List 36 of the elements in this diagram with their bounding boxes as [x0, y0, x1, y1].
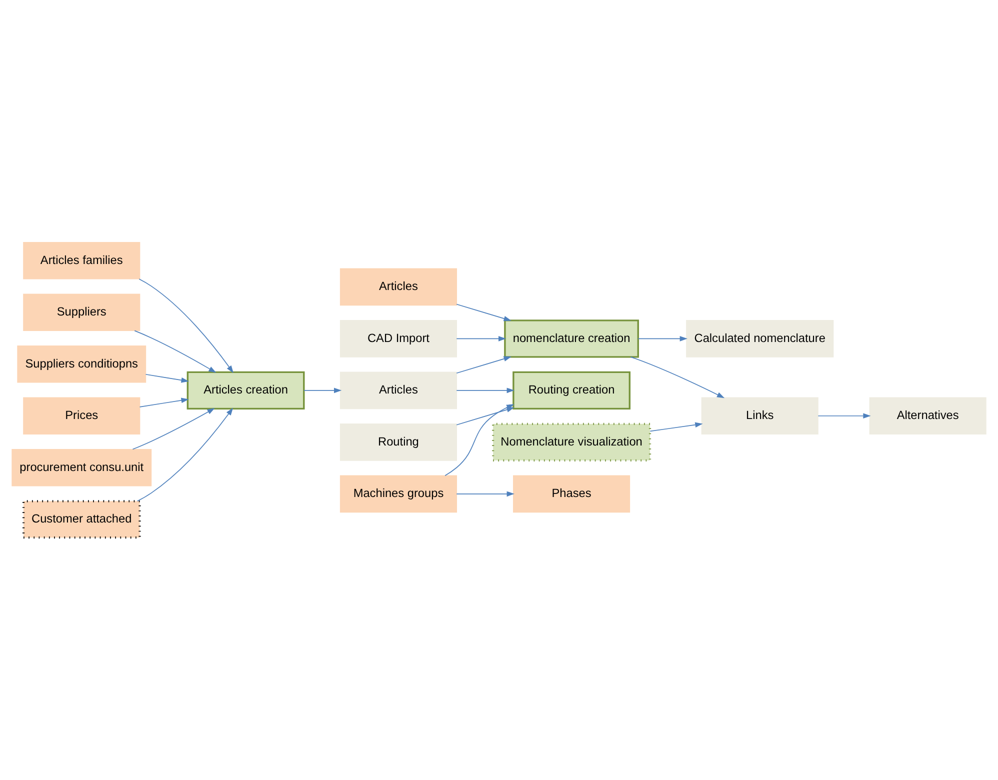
node-box: Alternatives	[869, 397, 986, 435]
arrow	[132, 408, 215, 450]
arrow	[456, 491, 514, 497]
arrow	[139, 398, 189, 408]
node-box: Routing creation	[512, 371, 630, 410]
arrow	[650, 422, 703, 432]
arrow	[145, 374, 189, 383]
node-box: Calculated nomenclature	[686, 320, 834, 358]
node-box: procurement consu.unit	[12, 448, 152, 486]
node-box: Articles	[340, 372, 457, 410]
node-box: Prices	[23, 397, 140, 435]
arrow	[456, 356, 512, 374]
node-box: Phases	[513, 475, 630, 513]
node-box: nomenclature creation	[504, 320, 639, 358]
arrow	[818, 413, 871, 419]
node-box: Articles families	[23, 242, 140, 280]
arrow	[630, 356, 725, 398]
node-box: Nomenclature visualization	[492, 422, 652, 462]
node-box: Articles creation	[186, 371, 305, 410]
arrow	[456, 407, 514, 426]
arrow	[456, 304, 512, 322]
arrow	[304, 388, 342, 394]
arrow	[456, 336, 506, 342]
node-box: CAD Import	[340, 320, 457, 358]
node-box: Routing	[340, 424, 457, 461]
node-box: Links	[701, 397, 818, 435]
node-box: Suppliers	[23, 294, 140, 332]
arrow	[138, 278, 234, 374]
arrow	[136, 408, 234, 502]
arrow	[134, 330, 216, 373]
node-box: Machines groups	[340, 475, 457, 513]
arrow	[456, 388, 514, 394]
node-box: Suppliers conditiopns	[17, 345, 146, 383]
node-box: Articles	[340, 268, 457, 306]
arrow	[638, 336, 688, 342]
node-box: Customer attached	[22, 500, 141, 539]
